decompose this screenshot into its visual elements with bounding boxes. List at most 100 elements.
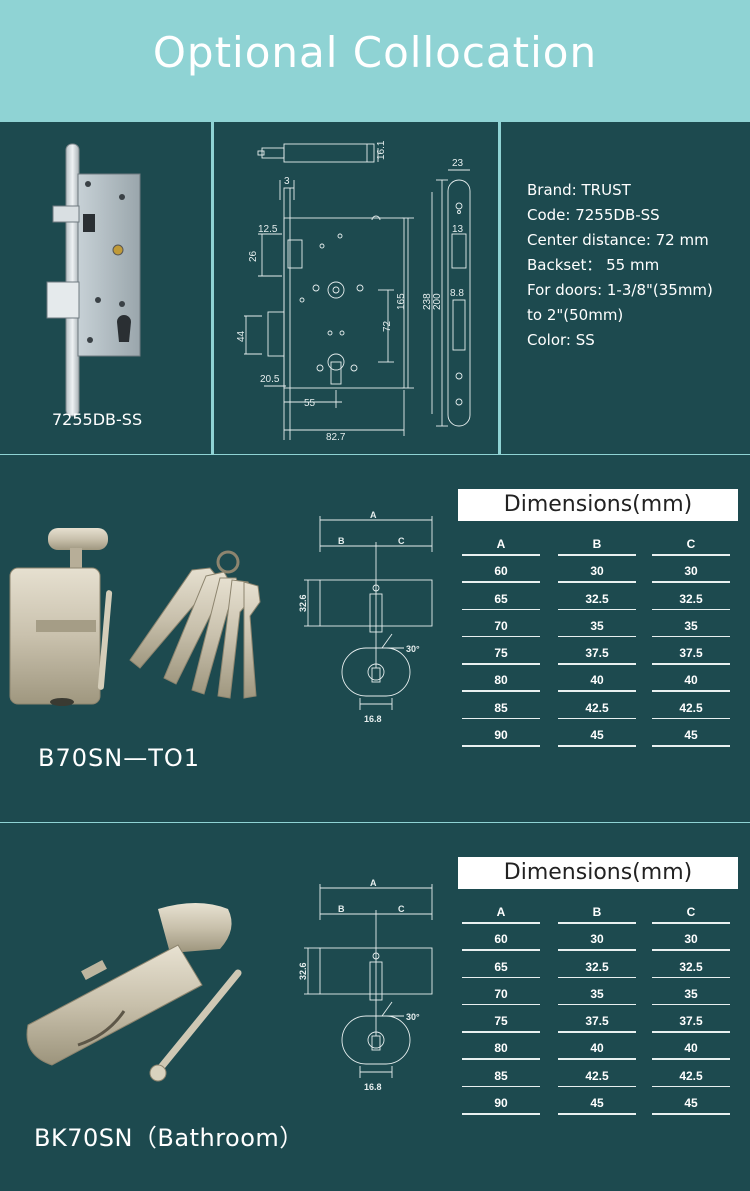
table-cell: 70 (462, 987, 540, 1006)
header-banner: Optional Collocation (0, 0, 750, 122)
table-cell: 90 (462, 728, 540, 747)
diagram-label-height: 32.6 (298, 594, 308, 612)
table-cell: 42.5 (652, 1069, 730, 1088)
spec-center-distance: Center distance: 72 mm (527, 231, 709, 249)
table-row: 75 37.5 37.5 (462, 646, 742, 673)
diagram-label-angle: 30° (406, 1012, 420, 1022)
cylinder-1-caption: B70SN—TO1 (38, 744, 201, 772)
dimensions-title: Dimensions(mm) (458, 489, 738, 521)
table-cell: 40 (652, 1041, 730, 1060)
column-header: C (652, 905, 730, 924)
dim-label: 12.5 (258, 224, 278, 235)
table-cell: 30 (558, 932, 636, 951)
spec-backset: Backset： 55 mm (527, 256, 660, 274)
table-row: 60 30 30 (462, 932, 742, 959)
table-cell: 32.5 (652, 960, 730, 979)
table-cell: 40 (558, 673, 636, 692)
table-cell: 32.5 (558, 960, 636, 979)
lock-body-image (46, 143, 141, 417)
table-cell: 45 (558, 728, 636, 747)
column-divider (211, 122, 214, 454)
column-header: C (652, 537, 730, 556)
table-cell: 35 (652, 619, 730, 638)
diagram-label-height: 32.6 (298, 962, 308, 980)
table-cell: 45 (652, 1096, 730, 1115)
table-cell: 42.5 (558, 701, 636, 720)
table-cell: 60 (462, 932, 540, 951)
dim-label: 26 (248, 250, 259, 262)
dim-label: 200 (432, 293, 443, 310)
table-cell: 30 (652, 564, 730, 583)
column-header: A (462, 537, 540, 556)
table-cell: 35 (652, 987, 730, 1006)
spec-door-thickness-cont: to 2"(50mm) (527, 306, 624, 324)
table-cell: 32.5 (652, 592, 730, 611)
cylinder-1-image (9, 528, 261, 706)
diagram-label-b: B (338, 904, 345, 914)
table-header: A B C (462, 537, 742, 564)
diagram-label-a: A (370, 878, 377, 888)
diagram-label-width: 16.8 (364, 1082, 382, 1092)
cylinder-2-diagram: A B C 32.6 30° 16.8 (298, 878, 433, 1092)
table-cell: 40 (558, 1041, 636, 1060)
diagram-label-a: A (370, 510, 377, 520)
spec-code: Code: 7255DB-SS (527, 206, 660, 224)
lock-body-technical-drawing: 16.1 3 12.5 26 44 20.5 55 82.7 72 165 23… (236, 140, 471, 440)
table-row: 70 35 35 (462, 987, 742, 1014)
table-header: A B C (462, 905, 742, 932)
diagram-label-width: 16.8 (364, 714, 382, 724)
table-row: 70 35 35 (462, 619, 742, 646)
dim-label: 238 (422, 293, 433, 310)
diagram-label-b: B (338, 536, 345, 546)
diagram-label-c: C (398, 536, 405, 546)
table-cell: 30 (652, 932, 730, 951)
table-cell: 75 (462, 646, 540, 665)
table-cell: 70 (462, 619, 540, 638)
dim-label: 13 (452, 224, 464, 235)
dim-label: 82.7 (326, 432, 346, 440)
table-cell: 75 (462, 1014, 540, 1033)
spec-door-thickness: For doors: 1-3/8"(35mm) (527, 281, 713, 299)
cylinder-2-image (26, 903, 242, 1082)
column-header: A (462, 905, 540, 924)
table-cell: 85 (462, 701, 540, 720)
table-cell: 80 (462, 673, 540, 692)
column-header: B (558, 905, 636, 924)
diagram-label-c: C (398, 904, 405, 914)
spec-list: Brand: TRUST Code: 7255DB-SS Center dist… (527, 178, 713, 353)
table-cell: 45 (652, 728, 730, 747)
table-cell: 80 (462, 1041, 540, 1060)
table-cell: 42.5 (652, 701, 730, 720)
dim-label: 72 (382, 320, 393, 332)
column-header: B (558, 537, 636, 556)
spec-brand: Brand: TRUST (527, 181, 631, 199)
table-cell: 37.5 (558, 1014, 636, 1033)
table-cell: 37.5 (652, 646, 730, 665)
page-title: Optional Collocation (152, 28, 598, 77)
table-cell: 37.5 (558, 646, 636, 665)
table-cell: 65 (462, 960, 540, 979)
table-cell: 35 (558, 619, 636, 638)
table-cell: 60 (462, 564, 540, 583)
table-cell: 32.5 (558, 592, 636, 611)
lock-body-caption: 7255DB-SS (52, 410, 143, 429)
lock-body-section: 7255DB-SS 16 (0, 122, 750, 454)
dim-label: 8.8 (450, 288, 464, 299)
table-row: 90 45 45 (462, 728, 742, 755)
table-cell: 90 (462, 1096, 540, 1115)
dim-label: 44 (236, 330, 247, 342)
dim-label: 165 (396, 293, 407, 310)
table-row: 65 32.5 32.5 (462, 960, 742, 987)
section-divider (0, 454, 750, 455)
dimensions-title: Dimensions(mm) (458, 857, 738, 889)
dim-label: 3 (284, 176, 290, 187)
table-cell: 35 (558, 987, 636, 1006)
dim-label: 16.1 (376, 140, 387, 160)
